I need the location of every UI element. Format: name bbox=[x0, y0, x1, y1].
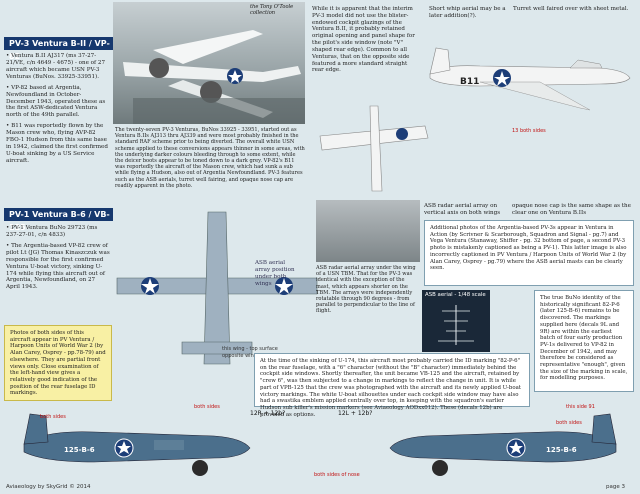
section-header-pv3: PV-3 Ventura B-II / VP-82 bbox=[4, 37, 113, 61]
asb-radar-note: ASB radar aerial array on vertical axis … bbox=[424, 203, 501, 216]
section1-text: • Ventura B.II AJ317 (ms 37-27-21/VE, c/… bbox=[6, 53, 109, 169]
section2-paragraph-2: • The Argentia-based VP-82 crew of pilot… bbox=[6, 242, 110, 291]
sides-label-left: both sides bbox=[40, 414, 66, 420]
asb-aerial-drawing bbox=[438, 304, 474, 345]
pv3-code: B11 bbox=[460, 77, 479, 87]
short-whip-note: Short whip aerial may be a later additio… bbox=[429, 6, 506, 19]
b11-code-callout: 13 both sides bbox=[512, 128, 546, 134]
pv3-photo-aircraft bbox=[123, 30, 305, 124]
asb-photo bbox=[316, 200, 420, 262]
opaque-nose-note: opaque nose cap is the same shape as the… bbox=[512, 203, 631, 216]
section1-paragraph-3: • B11 was reportedly flown by the Mason … bbox=[6, 123, 108, 164]
wing-top-label: this wing - top surface bbox=[222, 346, 278, 352]
photo-credit: the Tony O'Toole collection bbox=[250, 4, 294, 17]
asb-scale-title: ASB aerial - 1/48 scale bbox=[425, 292, 486, 298]
pv3-photo-caption: The twenty-seven PV-3 Venturas, BuNos 33… bbox=[115, 127, 305, 189]
glazing-note: While it is apparent that the interim PV… bbox=[312, 6, 415, 74]
this-side-91-label: this side 91 bbox=[566, 404, 595, 410]
pv1-plan-drawing bbox=[116, 211, 318, 365]
asb-caption: ASB radar aerial array under the wing of… bbox=[316, 265, 416, 315]
footer-credit: Aviaeology by SkyGrid © 2014 bbox=[6, 484, 91, 490]
asb-position-label: ASB aerial array position under both win… bbox=[255, 260, 295, 287]
section2-paragraph-1: • PV-1 Ventura BuNo 29723 (ms 237-27-01,… bbox=[6, 225, 98, 238]
photos-note-box: Photos of both sides of this aircraft ap… bbox=[4, 325, 112, 401]
page-number: page 3 bbox=[606, 484, 625, 490]
asb-scale-box: ASB aerial - 1/48 scale bbox=[422, 290, 490, 352]
pv3-wing-plan bbox=[319, 105, 429, 192]
sides-label-right: both sides bbox=[556, 420, 582, 426]
pv3-photo bbox=[113, 2, 305, 124]
pv1-left-profile: 125-B-6 bbox=[23, 413, 251, 476]
u174-history-box: At the time of the sinking of U-174, thi… bbox=[254, 353, 530, 418]
section-header-pv1: PV-1 Ventura B-6 / VB-125 bbox=[4, 208, 113, 232]
section1-paragraph-1: • Ventura B.II AJ317 (ms 37-27-21/VE, c/… bbox=[6, 53, 106, 80]
sides-label-nose: both sides of nose bbox=[314, 472, 360, 478]
right-code: 125-B-6 bbox=[546, 446, 577, 454]
bunofacts-box: The true BuNo identity of the historical… bbox=[534, 290, 634, 392]
pv3-profile-drawing: B11 bbox=[429, 47, 631, 111]
decal-label-left: 12R + 12b? bbox=[250, 410, 286, 417]
section2-text: • PV-1 Ventura BuNo 29723 (ms 237-27-01,… bbox=[6, 225, 110, 295]
additional-photos-box: Additional photos of the Argentia-based … bbox=[424, 220, 634, 286]
section1-paragraph-2: • VP-82 based at Argentia, Newfoundland … bbox=[6, 84, 106, 119]
turret-faired-note: Turret well faired over with sheet metal… bbox=[513, 6, 629, 12]
left-code: 125-B-6 bbox=[64, 446, 95, 454]
sides-label-fin: both sides bbox=[194, 404, 220, 410]
decal-label-right: 12L + 12b? bbox=[338, 410, 373, 417]
pv1-right-profile: 125-B-6 bbox=[389, 413, 617, 476]
